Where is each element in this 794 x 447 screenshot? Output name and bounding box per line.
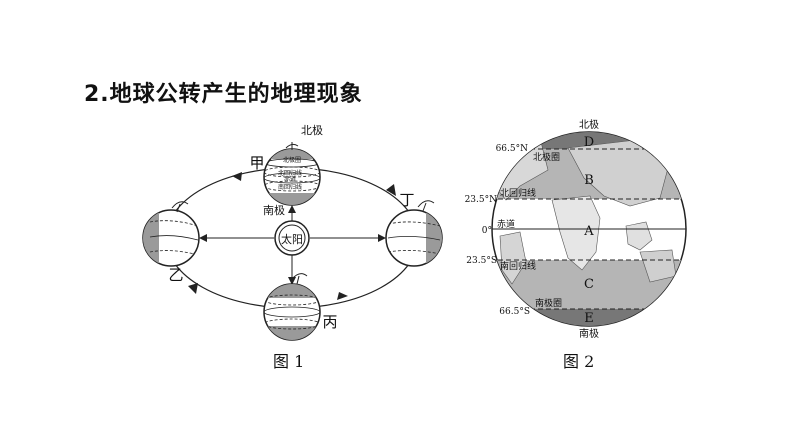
earth-position-jia: 北极圈 北回归线 赤道 南回归线 [263,142,321,206]
orbit-arrow [232,172,242,181]
line-label-tropic-cancer: 北回归线 [500,187,536,199]
figure2-caption: 图 2 [563,352,595,371]
line-label-arctic-circle: 北极圈 [533,151,560,163]
earth-position-ding [385,200,443,267]
zone-b-label: B [584,173,594,188]
continent-shape [551,195,601,271]
zone-d-label: D [584,135,594,150]
label-tropic-cancer: 北回归线 [278,169,302,177]
latitude-66-5-s: 66.5°S [499,307,530,317]
latitude-0: 0° [482,226,492,236]
position-jia-label: 甲 [249,154,264,172]
position-yi-label: 乙 [168,266,183,284]
orbit-arrow [337,292,348,300]
latitude-23-5-s: 23.5°S [466,256,497,266]
map-north-pole-label: 北极 [579,118,599,131]
label-arctic-circle: 北极圈 [283,156,301,164]
zone-e-label: E [584,311,594,326]
label-equator: 赤道 [284,175,296,183]
map-south-pole-label: 南极 [579,327,599,340]
zone-a-label: A [583,224,594,239]
line-label-tropic-capricorn: 南回归线 [500,260,536,272]
line-label-antarctic-circle: 南极圈 [535,297,562,309]
position-ding-label: 丁 [399,191,414,209]
figure1-caption: 图 1 [273,352,305,371]
position-bing-label: 丙 [322,313,337,331]
north-pole-label: 北极 [301,123,323,137]
earth-position-bing [263,273,321,341]
line-label-equator: 赤道 [497,218,515,230]
label-tropic-capricorn: 南回归线 [278,183,302,191]
latitude-23-5-n: 23.5°N [465,195,498,205]
figure2-world-zones: 北极 南极 D B A C E 北极圈 北回归线 赤道 南回归线 南极圈 66.… [465,118,687,340]
figure1-orbit-diagram: 太阳 北极圈 北回归线 赤道 南回归线 北极 南极 甲 [142,123,443,341]
orbit-arrow [188,283,198,294]
south-pole-label: 南极 [263,203,285,217]
sun-label: 太阳 [281,233,303,246]
orbit-arrow [386,184,396,196]
earth-position-yi [142,201,200,267]
continent-shape [499,231,527,285]
section-heading: 2.地球公转产生的地理现象 [84,82,363,107]
zone-c-label: C [584,277,594,292]
latitude-66-5-n: 66.5°N [496,144,529,154]
